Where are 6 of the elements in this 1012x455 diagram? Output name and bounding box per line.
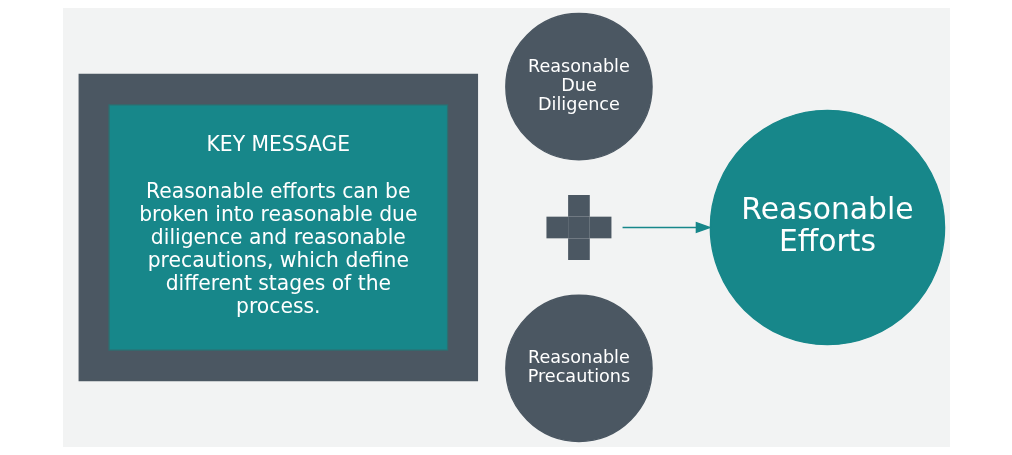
node-circle: Reasonable Efforts	[709, 109, 945, 346]
node-circle: Reasonable Due Diligence	[504, 12, 653, 161]
arrow	[621, 221, 712, 234]
cluster	[78, 73, 478, 382]
node-box: KEY MESSAGE Reasonable efforts can be broken into reasonable due diligence and reasonable precautions, which define different stages of the process.	[107, 104, 448, 351]
node-circle: Reasonable Precautions	[504, 294, 653, 443]
